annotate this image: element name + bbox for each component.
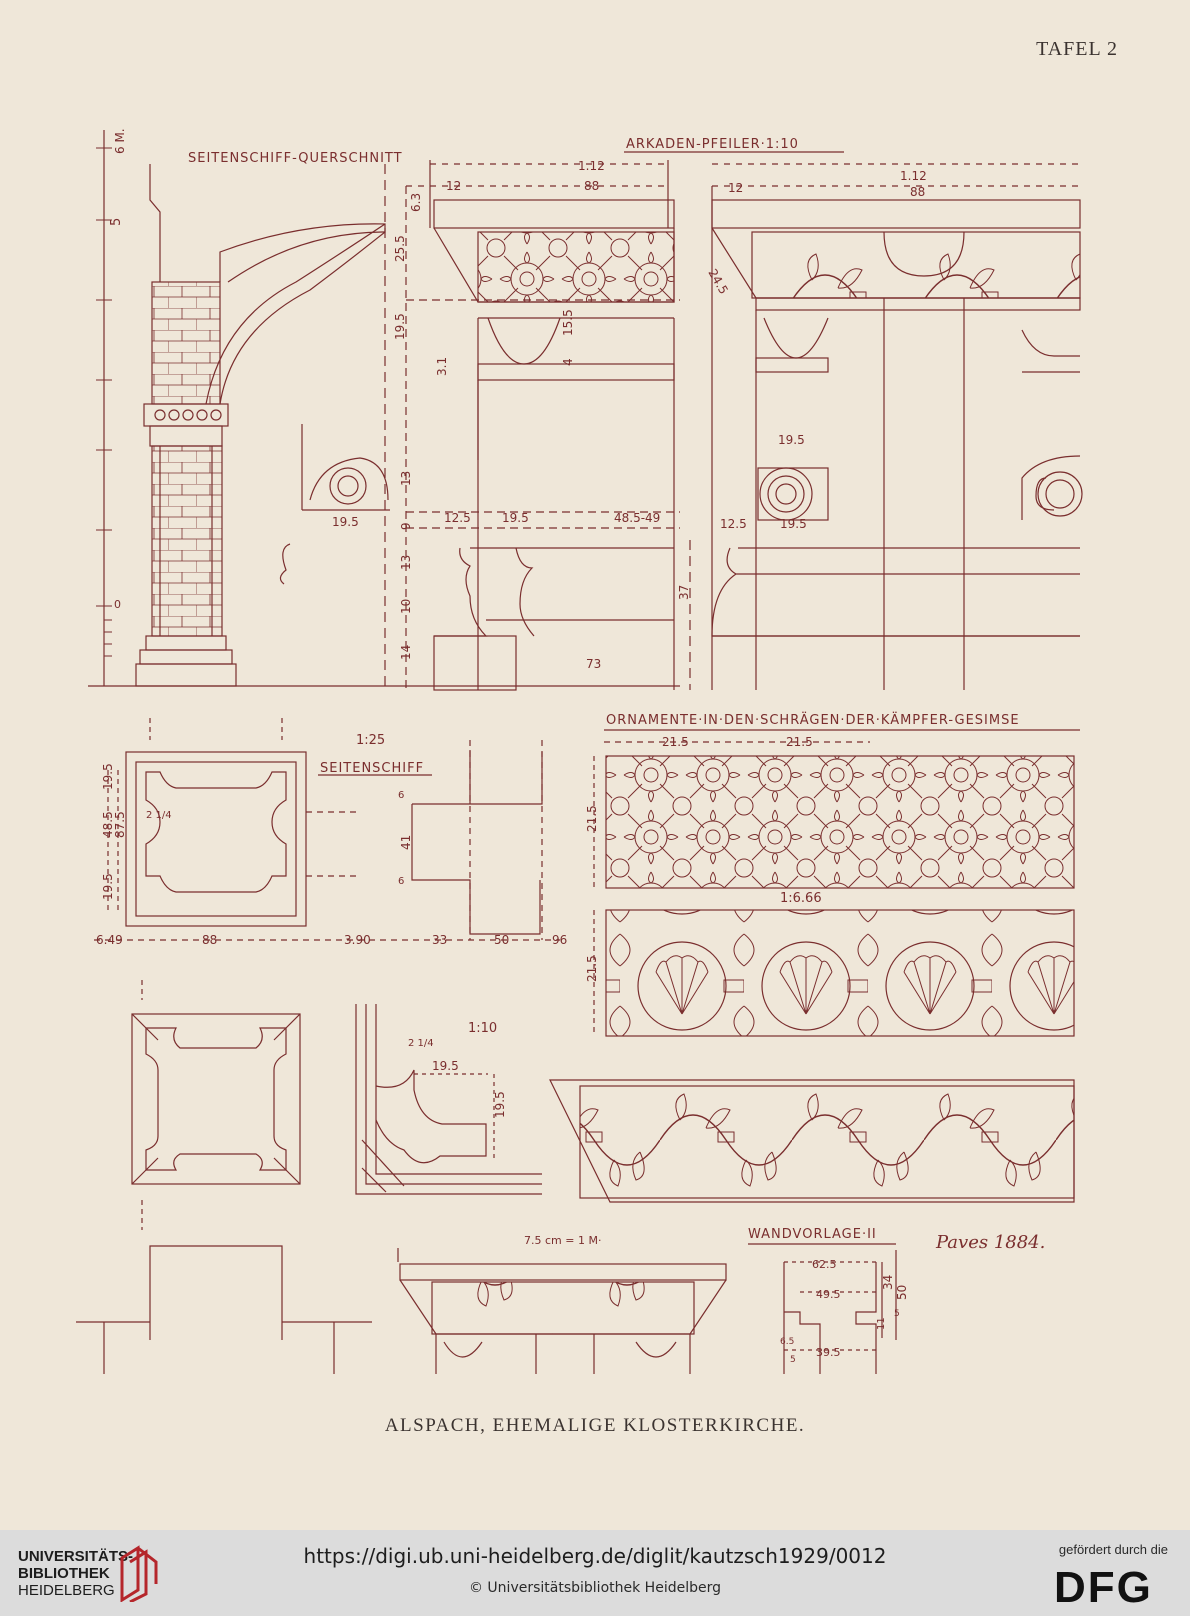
dim-b1: 1.12 <box>900 169 927 183</box>
dim-d195a: 19.5 <box>332 515 359 529</box>
dim-b2: 12 <box>728 181 743 195</box>
dim-p875: 87.5 <box>113 811 127 838</box>
dim-d14: 14 <box>399 645 413 660</box>
label-arkaden-pfeiler: ARKADEN-PFEILER·1:10 <box>626 137 799 152</box>
dim-o215a: 21.5 <box>662 735 689 749</box>
dim-p195b: 19.5 <box>101 873 115 900</box>
dim-p195a: 19.5 <box>101 763 115 790</box>
label-scale-1-10: 1:10 <box>468 1021 497 1036</box>
dim-o215b: 21.5 <box>786 735 813 749</box>
plate-caption: ALSPACH, EHEMALIGE KLOSTERKIRCHE. <box>384 1415 806 1436</box>
dim-d10: 10 <box>399 599 413 614</box>
label-seitenschiff: SEITENSCHIFF <box>320 761 424 776</box>
signature: Paves 1884. <box>935 1232 1045 1253</box>
dim-w625: 62.5 <box>812 1258 837 1271</box>
label-scale-6m: 6 M. <box>113 128 127 154</box>
label-wandvorlage: WANDVORLAGE·II <box>748 1227 877 1242</box>
label-scale-5: 5 <box>109 218 124 226</box>
label-scale-0: 0 <box>114 598 121 611</box>
dim-q195b: 19.5 <box>493 1091 507 1118</box>
dim-p6b: 6 <box>398 876 404 887</box>
funded-by-label: gefördert durch die <box>1058 1542 1168 1557</box>
dim-p41: 41 <box>399 835 413 850</box>
dim-d73: 73 <box>586 657 601 671</box>
dim-o215c: 21.5 <box>585 805 599 832</box>
label-seitenschiff-querschnitt: SEITENSCHIFF-QUERSCHNITT <box>188 151 403 166</box>
dim-d9: 9 <box>399 522 413 530</box>
library-name-line3: HEIDELBERG <box>18 1582 115 1599</box>
dim-p214: 2 1/4 <box>146 810 172 821</box>
dfg-logo-icon[interactable]: DFG <box>1052 1562 1168 1606</box>
footer-bar: UNIVERSITÄTS- BIBLIOTHEK HEIDELBERG http… <box>0 1530 1190 1616</box>
dim-d13b: 13 <box>399 555 413 570</box>
library-name-line2: BIBLIOTHEK <box>18 1565 110 1582</box>
dim-d125b: 12.5 <box>720 517 747 531</box>
dfg-logo-text: DFG <box>1054 1563 1153 1606</box>
dim-v155: 15.5 <box>561 309 575 336</box>
ub-logo-icon <box>120 1545 158 1602</box>
dim-p485: 48.5 <box>101 811 115 838</box>
dim-v63: 6.3 <box>409 193 423 212</box>
dim-a3: 88 <box>584 179 599 193</box>
dim-d125a: 12.5 <box>444 511 471 525</box>
dim-d195d: 19.5 <box>778 433 805 447</box>
dim-a1: 1.12 <box>578 159 605 173</box>
dim-p96: 96 <box>552 933 567 947</box>
dim-p6a: 6 <box>398 790 404 801</box>
dim-q195a: 19.5 <box>432 1059 459 1073</box>
dim-b3: 88 <box>910 185 925 199</box>
dim-d195b: 19.5 <box>502 511 529 525</box>
dim-p88: 88 <box>202 933 217 947</box>
dim-a2: 12 <box>446 179 461 193</box>
permalink-url[interactable]: https://digi.ub.uni-heidelberg.de/diglit… <box>303 1544 887 1568</box>
label-scale-1-25: 1:25 <box>356 733 385 748</box>
library-logo-text[interactable]: UNIVERSITÄTS- BIBLIOTHEK HEIDELBERG <box>18 1548 133 1599</box>
dim-d195c: 19.5 <box>780 517 807 531</box>
dim-d37: 37 <box>677 585 691 600</box>
dim-v31: 3.1 <box>435 357 449 376</box>
dim-p33: 33 <box>432 933 447 947</box>
dim-d13a: 13 <box>399 471 413 486</box>
copyright-notice: © Universitätsbibliothek Heidelberg <box>468 1580 721 1596</box>
label-ornamente: ORNAMENTE·IN·DEN·SCHRÄGEN·DER·KÄMPFER-GE… <box>606 712 1020 728</box>
dim-p649: 6.49 <box>96 933 123 947</box>
dim-w65: 6.5 <box>780 1337 794 1347</box>
dim-w495: 49.5 <box>816 1288 841 1301</box>
dim-o215d: 21.5 <box>585 955 599 982</box>
label-scale-1-6-66: 1:6.66 <box>780 891 822 906</box>
label-scale-7-5cm: 7.5 cm = 1 M· <box>524 1234 601 1247</box>
dim-p390: 3.90 <box>344 933 371 947</box>
library-name-line1: UNIVERSITÄTS- <box>18 1548 134 1565</box>
dim-d245: 24.5 <box>705 267 730 297</box>
dim-w50: 50 <box>895 1285 909 1300</box>
dim-q214: 2 1/4 <box>408 1038 434 1049</box>
dim-p50: 50 <box>494 933 509 947</box>
dim-v4: 4 <box>561 358 575 366</box>
dim-v255: 25.5 <box>393 235 407 262</box>
dim-w395: 39.5 <box>816 1346 841 1359</box>
architectural-drawing: SEITENSCHIFF-QUERSCHNITT ARKADEN-PFEILER… <box>76 128 1083 1374</box>
dim-d485: 48.5-49 <box>614 511 660 525</box>
dim-w11: 11 <box>876 1317 887 1330</box>
dim-v195: 19.5 <box>393 313 407 340</box>
dim-w5b: 5 <box>790 1355 796 1365</box>
dim-w5a: 5 <box>894 1309 900 1319</box>
plate-page: TAFEL 2 <box>76 38 1118 1436</box>
dim-w34: 34 <box>881 1275 895 1290</box>
plate-number: TAFEL 2 <box>1036 38 1118 60</box>
